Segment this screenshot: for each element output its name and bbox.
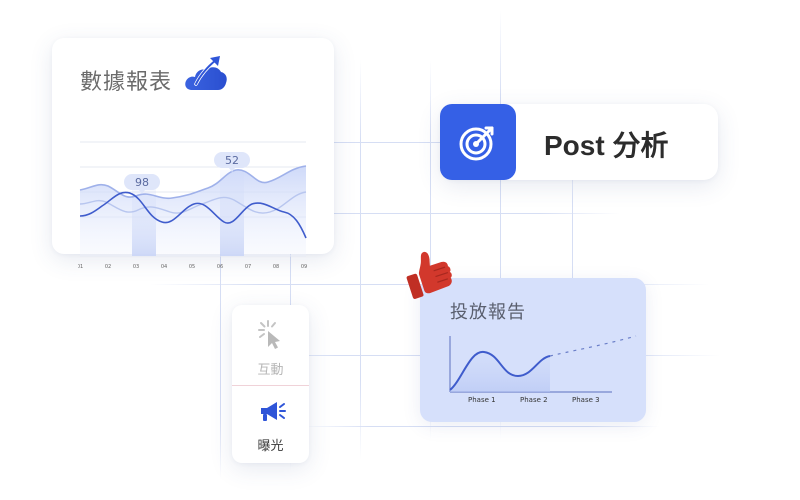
phase-label: Phase 1 <box>468 396 496 404</box>
target-icon <box>440 104 516 180</box>
secondary-series-line <box>79 191 307 214</box>
data-report-chart: 98 52 01 02 03 04 05 06 07 08 09 <box>77 112 310 272</box>
x-tick-label: 05 <box>189 264 195 270</box>
metrics-card: 互動 曝光 <box>232 305 309 463</box>
area-series <box>80 166 306 256</box>
cloud-arrow-up-icon <box>184 54 228 92</box>
callout-bubble <box>214 152 250 168</box>
x-tick-label: 03 <box>133 264 139 270</box>
ad-series-projection <box>549 335 637 357</box>
metric-exposure: 曝光 <box>232 395 309 454</box>
ad-report-chart: Phase 1 Phase 2 Phase 3 <box>440 330 640 412</box>
x-tick-label: 09 <box>301 264 307 270</box>
cursor-click-icon <box>232 319 309 355</box>
callout-value: 98 <box>135 176 149 189</box>
data-report-title: 數據報表 <box>80 70 173 95</box>
x-tick-label: 01 <box>78 264 83 270</box>
post-analysis-title: Post 分析 <box>544 130 669 161</box>
phase-label: Phase 2 <box>520 396 548 404</box>
ad-report-title: 投放報告 <box>450 302 526 323</box>
callout-bubble <box>124 174 160 190</box>
x-tick-label: 07 <box>245 264 251 270</box>
metric-label: 曝光 <box>257 439 284 454</box>
x-tick-label: 08 <box>273 264 279 270</box>
grid-line <box>360 60 361 460</box>
data-report-card: 數據報表 <box>52 38 334 270</box>
x-tick-label: 02 <box>105 264 111 270</box>
primary-series-line <box>79 191 307 239</box>
ad-series-line <box>449 351 551 391</box>
post-analysis-card: Post 分析 <box>440 104 718 180</box>
x-tick-label: 06 <box>217 264 223 270</box>
callout-value: 52 <box>225 154 239 167</box>
divider <box>232 385 309 386</box>
grid-line <box>300 426 660 427</box>
megaphone-icon <box>232 395 309 431</box>
metric-label: 互動 <box>257 363 284 378</box>
metric-interaction: 互動 <box>232 319 309 378</box>
grid-line <box>430 60 431 440</box>
thumbs-up-icon <box>398 244 456 302</box>
grid-line <box>220 213 620 214</box>
x-tick-label: 04 <box>161 264 167 270</box>
grid-line <box>220 150 221 480</box>
area-series-line <box>79 165 307 200</box>
ad-report-card: 投放報告 Phase 1 Phase 2 Phase 3 <box>420 278 646 422</box>
grid-line <box>500 10 501 440</box>
grid-line <box>290 90 291 470</box>
phase-label: Phase 3 <box>572 396 600 404</box>
